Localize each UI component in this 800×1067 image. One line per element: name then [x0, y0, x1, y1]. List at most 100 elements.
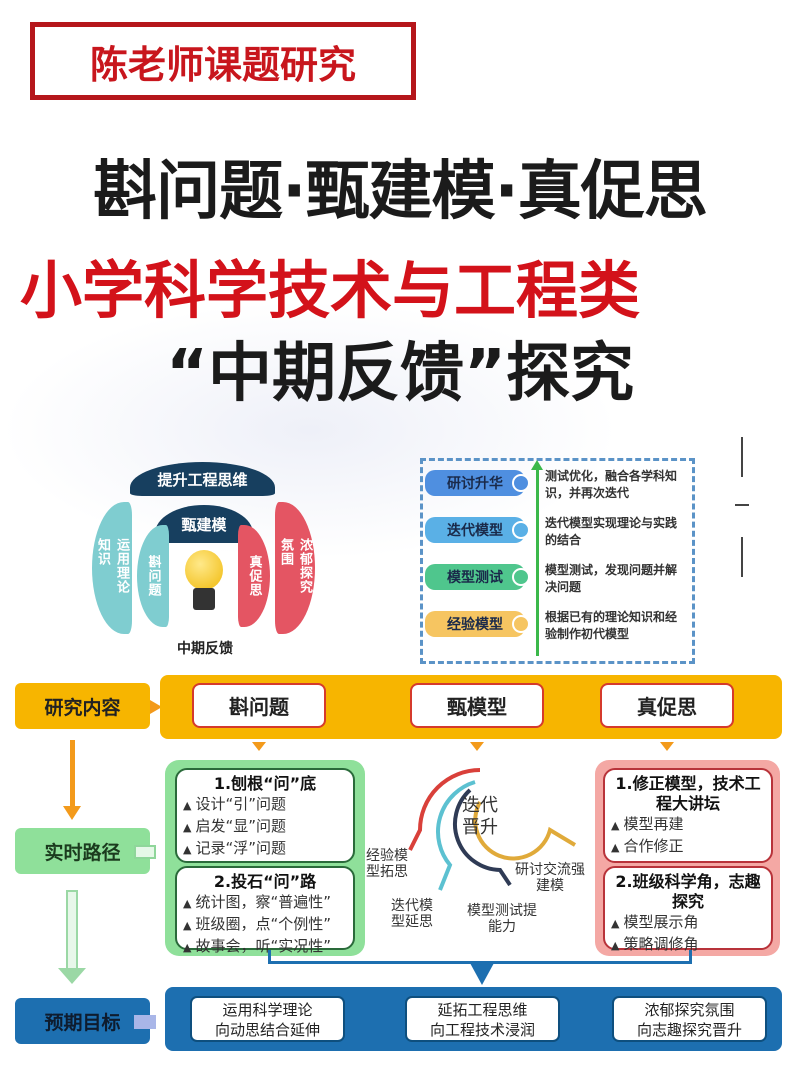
arrow-down-line [66, 890, 78, 970]
arrow-down-icon [660, 742, 674, 751]
card-item: ▲模型再建 [611, 814, 765, 836]
lightbulb-base [193, 588, 215, 610]
panel-card: 2.投石“问”路▲统计图，察“普遍性”▲班级圈，点“个例性”▲故事会，听“实况性… [175, 866, 355, 955]
step-dot-icon [512, 521, 530, 539]
content-item: 甄模型 [410, 683, 544, 728]
step-text: 迭代模型实现理论与实践的结合 [545, 516, 678, 547]
triangle-bullet-icon: ▲ [183, 843, 192, 856]
title-line-2: 小学科学技术与工程类 [20, 254, 641, 327]
card-item-text: 启发“显”问题 [195, 817, 287, 835]
card-item: ▲设计“引”问题 [183, 794, 347, 816]
goal-line: 延拓工程思维 [437, 1001, 528, 1019]
card-item-text: 设计“引”问题 [195, 795, 287, 813]
arc-center: 迭代晋升 [462, 795, 498, 838]
wheel-middle-band: 甄建模 [155, 505, 253, 543]
arrow-right [150, 700, 162, 714]
card-item: ▲统计图，察“普遍性” [183, 892, 347, 914]
triangle-bullet-icon: ▲ [183, 941, 192, 954]
card-item: ▲记录“浮”问题 [183, 838, 347, 860]
header-badge: 陈老师课题研究 [30, 22, 416, 100]
card-item: ▲合作修正 [611, 836, 765, 858]
card-item: ▲故事会，听“实况性” [183, 936, 347, 958]
goal-line: 向工程技术浸润 [429, 1021, 535, 1039]
content-item: 真促思 [600, 683, 734, 728]
wheel-diagram: 提升工程思维 甄建模 运用理论知识 斟问题 真促思 浓郁探究氛围 中期反馈 [90, 450, 410, 660]
wheel-right-outer-text: 浓郁探究氛围 [278, 538, 312, 594]
arc-label: 迭代模型延思 [391, 898, 433, 930]
arc-label: 模型测试提能力 [467, 903, 537, 935]
goal-line: 向动思结合延伸 [214, 1021, 320, 1039]
connector-line [268, 950, 692, 964]
card-item-text: 合作修正 [623, 837, 684, 855]
card-title: 2.班级科学角，志趣探究 [615, 872, 761, 911]
card-item-text: 模型再建 [623, 815, 684, 833]
wheel-left-inner: 斟问题 [137, 525, 169, 627]
panel-card: 1.修正模型，技术工程大讲坛▲模型再建▲合作修正 [603, 768, 773, 863]
card-title: 1.刨根“问”底 [213, 774, 317, 793]
step-dot-icon [512, 615, 530, 633]
wheel-left-outer: 运用理论知识 [92, 502, 132, 634]
goal-line: 向志趣探究晋升 [636, 1021, 742, 1039]
triangle-bullet-icon: ▲ [183, 799, 192, 812]
arc-teal [436, 780, 476, 891]
card-item-text: 班级圈，点“个例性” [195, 915, 332, 933]
triangle-bullet-icon: ▲ [183, 919, 192, 932]
goal-item: 运用科学理论向动思结合延伸 [190, 996, 345, 1042]
step-text: 根据已有的理论知识和经验制作初代模型 [545, 610, 678, 641]
lightbulb-icon [185, 550, 223, 590]
card-title: 1.修正模型，技术工程大讲坛 [615, 774, 761, 813]
arrow-down-head [63, 806, 81, 820]
step-text: 测试优化，融合各学科知识，并再次迭代 [545, 469, 678, 500]
arrow-right [134, 1015, 156, 1029]
goal-line: 浓郁探究氛围 [644, 1001, 735, 1019]
triangle-bullet-icon: ▲ [183, 897, 192, 910]
wheel-right-inner: 真促思 [238, 525, 270, 627]
arrow-down-icon [252, 742, 266, 751]
card-item: ▲策略调修角 [611, 934, 765, 956]
content-item: 斟问题 [192, 683, 326, 728]
wheel-center: 中期反馈 [177, 641, 233, 657]
card-item-text: 统计图，察“普遍性” [195, 893, 332, 911]
wheel-left-outer-text: 运用理论知识 [95, 538, 129, 594]
arc-gold [473, 801, 577, 861]
steps-box [420, 458, 695, 664]
arc-navy [452, 788, 512, 887]
card-title: 2.投石“问”路 [213, 872, 317, 891]
card-item-text: 策略调修角 [623, 935, 699, 953]
iteration-arcs [408, 768, 577, 891]
step-text: 模型测试，发现问题并解决问题 [545, 563, 678, 594]
triangle-bullet-icon: ▲ [611, 841, 620, 854]
arrow-down-line [70, 740, 75, 810]
card-item-text: 故事会，听“实况性” [195, 937, 332, 955]
row-label-goal: 预期目标 [15, 998, 150, 1044]
arc-red [408, 768, 481, 851]
arc-label: 研讨交流强建模 [515, 862, 585, 894]
wheel-right-inner-text: 真促思 [246, 555, 262, 597]
step-dot-icon [512, 568, 530, 586]
step-label: 迭代模型 [425, 517, 525, 543]
wheel-left-inner-text: 斟问题 [145, 555, 161, 597]
divider-line [741, 537, 743, 577]
step-label: 研讨升华 [425, 470, 525, 496]
goal-item: 延拓工程思维向工程技术浸润 [405, 996, 560, 1042]
row-label-content: 研究内容 [15, 683, 150, 729]
panel-card: 1.刨根“问”底▲设计“引”问题▲启发“显”问题▲记录“浮”问题 [175, 768, 355, 863]
triangle-bullet-icon: ▲ [611, 917, 620, 930]
wheel-top-band: 提升工程思维 [130, 462, 275, 496]
step-label: 经验模型 [425, 611, 525, 637]
triangle-bullet-icon: ▲ [611, 819, 620, 832]
wheel-right-outer: 浓郁探究氛围 [275, 502, 315, 634]
step-label: 模型测试 [425, 564, 525, 590]
card-item-text: 模型展示角 [623, 913, 699, 931]
goal-line: 运用科学理论 [222, 1001, 313, 1019]
step-dot-icon [512, 474, 530, 492]
connector-arrow [470, 963, 494, 985]
triangle-bullet-icon: ▲ [611, 939, 620, 952]
divider-line [735, 504, 749, 506]
arrow-down-head [58, 968, 86, 984]
arc-label: 经验模型拓思 [366, 848, 408, 880]
up-arrow [536, 466, 539, 656]
wheel-middle: 甄建模 [181, 515, 227, 534]
card-item: ▲启发“显”问题 [183, 816, 347, 838]
goal-item: 浓郁探究氛围向志趣探究晋升 [612, 996, 767, 1042]
